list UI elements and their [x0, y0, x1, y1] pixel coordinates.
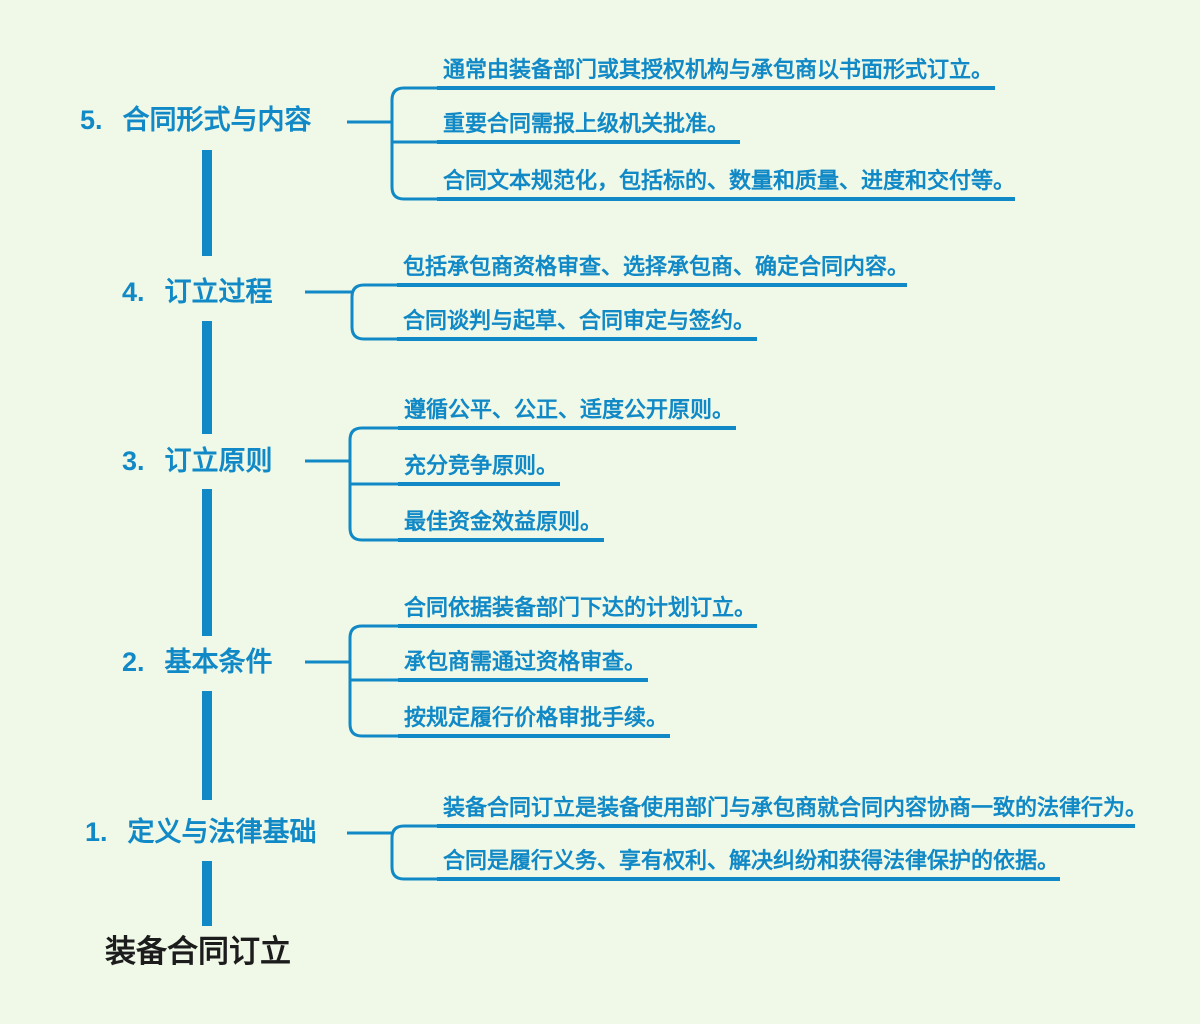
- leaf-node: 遵循公平、公正、适度公开原则。: [404, 397, 735, 422]
- branch-node-2: 2. 基本条件: [122, 645, 273, 679]
- branch-label: 合同形式与内容: [122, 105, 312, 135]
- leaf-node: 合同谈判与起草、合同审定与签约。: [403, 308, 756, 333]
- leaf-node: 按规定履行价格审批手续。: [404, 705, 669, 730]
- leaf-node: 承包商需通过资格审查。: [404, 649, 647, 674]
- leaf-node: 充分竞争原则。: [404, 453, 559, 478]
- branch-bracket: [350, 283, 397, 341]
- branch-node-4: 4. 订立过程: [122, 275, 273, 309]
- branch-node-5: 5. 合同形式与内容: [80, 103, 312, 137]
- branch-number: 4.: [122, 277, 145, 307]
- branch-number: 3.: [122, 446, 145, 476]
- leaf-node: 装备合同订立是装备使用部门与承包商就合同内容协商一致的法律行为。: [443, 795, 1148, 820]
- leaf-node: 合同依据装备部门下达的计划订立。: [404, 595, 757, 620]
- branch-number: 2.: [122, 647, 145, 677]
- branch-label: 定义与法律基础: [127, 817, 317, 847]
- branch-bracket: [390, 824, 437, 881]
- branch-label: 订立过程: [164, 277, 273, 307]
- leaf-node: 最佳资金效益原则。: [404, 509, 603, 534]
- branch-label: 基本条件: [164, 647, 273, 677]
- branch-node-1: 1. 定义与法律基础: [85, 815, 317, 849]
- leaf-node: 通常由装备部门或其授权机构与承包商以书面形式订立。: [443, 57, 994, 82]
- leaf-node: 合同是履行义务、享有权利、解决纠纷和获得法律保护的依据。: [443, 848, 1060, 873]
- branch-node-3: 3. 订立原则: [122, 444, 273, 478]
- branch-number: 5.: [80, 105, 103, 135]
- leaf-node: 合同文本规范化，包括标的、数量和质量、进度和交付等。: [443, 168, 1016, 193]
- branch-number: 1.: [85, 817, 108, 847]
- root-node: 装备合同订立: [105, 934, 291, 969]
- branch-label: 订立原则: [164, 446, 273, 476]
- leaf-node: 重要合同需报上级机关批准。: [443, 111, 730, 136]
- leaf-node: 包括承包商资格审查、选择承包商、确定合同内容。: [403, 254, 910, 279]
